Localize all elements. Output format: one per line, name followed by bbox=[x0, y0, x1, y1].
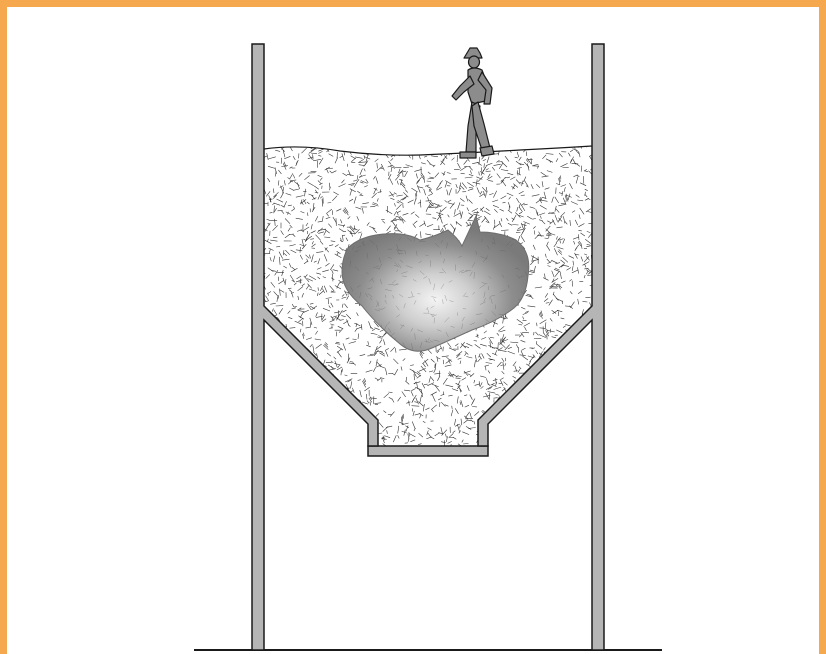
silo-right-wall bbox=[477, 43, 605, 651]
person-walking-icon bbox=[451, 47, 495, 159]
outlet-plate bbox=[367, 445, 489, 457]
bridged-void bbox=[341, 214, 530, 352]
silo-left-wall bbox=[251, 43, 379, 651]
material-surface-line bbox=[263, 145, 593, 156]
